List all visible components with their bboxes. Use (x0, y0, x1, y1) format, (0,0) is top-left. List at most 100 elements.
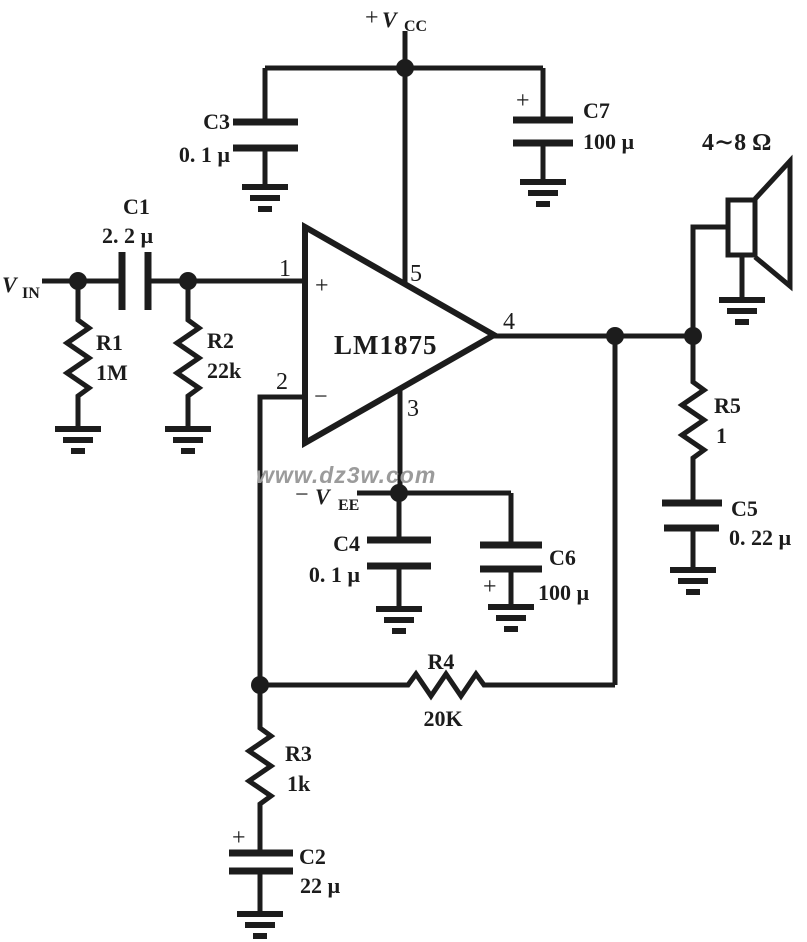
vee-sign: − (295, 482, 309, 508)
c7-ref: C7 (583, 98, 610, 123)
c6-labels: + C6 100 µ (483, 545, 590, 605)
c1-value: 2. 2 µ (102, 223, 154, 248)
r4-ref: R4 (428, 649, 455, 674)
capacitor-c7-symbol (513, 116, 573, 147)
r2-labels: R2 22k (207, 328, 242, 383)
r1-labels: R1 1M (96, 330, 128, 385)
c3-ref: C3 (203, 109, 230, 134)
vee-symbol: V (315, 484, 332, 509)
c1-labels: C1 2. 2 µ (102, 194, 154, 248)
speaker-symbol (725, 154, 793, 292)
c4-value: 0. 1 µ (309, 562, 361, 587)
opamp-minus-mark: − (314, 384, 328, 410)
junction-input (69, 272, 87, 290)
opamp-part-number: LM1875 (334, 330, 438, 360)
resistor-r2-symbol (172, 281, 204, 429)
vcc-symbol: V (382, 7, 399, 32)
vcc-subscript: CC (404, 18, 427, 35)
c7-labels: + C7 100 µ (516, 88, 635, 154)
wires (42, 31, 745, 914)
speaker-impedance-label: 4∼8 Ω (702, 130, 771, 156)
r5-ref: R5 (714, 393, 741, 418)
junction-spk-r5 (684, 327, 702, 345)
capacitor-c1-symbol (118, 252, 152, 310)
c4-ref: C4 (333, 531, 360, 556)
r2-value: 22k (207, 358, 242, 383)
c2-polarity: + (232, 825, 246, 851)
r4-labels: R4 20K (423, 649, 462, 731)
c2-ref: C2 (299, 844, 326, 869)
wire-speaker-top (690, 224, 728, 336)
vin-symbol: V (2, 272, 19, 297)
r1-ref: R1 (96, 330, 123, 355)
pin5-label: 5 (410, 261, 422, 287)
speaker-cone (753, 154, 793, 292)
ground-symbols (55, 179, 765, 939)
capacitor-c4-symbol (367, 536, 431, 570)
junction-vcc (396, 59, 414, 77)
c3-labels: C3 0. 1 µ (179, 109, 231, 167)
c2-labels: + C2 22 µ (232, 825, 341, 898)
r3-value: 1k (287, 771, 311, 796)
junction-dots (69, 59, 702, 694)
resistor-r5-symbol (677, 336, 709, 503)
capacitor-c2-symbol (229, 849, 293, 875)
c3-value: 0. 1 µ (179, 142, 231, 167)
capacitor-c3-symbol (233, 118, 298, 152)
r1-value: 1M (96, 360, 128, 385)
junction-vee (390, 484, 408, 502)
capacitors (118, 116, 722, 875)
ground-r2 (165, 426, 211, 454)
c7-value: 100 µ (583, 129, 635, 154)
watermark: www.dz3w.com (256, 462, 436, 488)
resistor-r4-symbol (260, 669, 615, 701)
ground-c5 (670, 567, 716, 595)
r5-labels: R5 1 (714, 393, 741, 448)
opamp-plus-mark: + (315, 273, 329, 299)
resistor-r3-symbol (244, 685, 276, 853)
negative-supply-label: − V EE (295, 482, 359, 514)
ground-c6 (488, 604, 534, 632)
pin4-label: 4 (503, 309, 515, 335)
ground-speaker (719, 297, 765, 325)
r3-ref: R3 (285, 741, 312, 766)
pin3-label: 3 (407, 396, 419, 422)
c6-value: 100 µ (538, 580, 590, 605)
c6-polarity: + (483, 574, 497, 600)
capacitor-c5-symbol (662, 499, 722, 532)
r2-ref: R2 (207, 328, 234, 353)
junction-output (606, 327, 624, 345)
opamp-labels: LM1875 + − 1 2 3 4 5 (276, 256, 515, 422)
resistor-r1-symbol (62, 281, 94, 429)
ground-c7 (520, 179, 566, 207)
c7-polarity: + (516, 88, 530, 114)
input-label: V IN (2, 272, 40, 302)
speaker-driver (725, 197, 758, 258)
resistors (62, 281, 709, 853)
c5-labels: C5 0. 22 µ (729, 496, 792, 550)
vee-subscript: EE (338, 497, 359, 514)
opamp-triangle (302, 221, 501, 449)
ground-r1 (55, 426, 101, 454)
c2-value: 22 µ (300, 873, 341, 898)
capacitor-c6-symbol (480, 541, 542, 573)
r3-labels: R3 1k (285, 741, 312, 796)
c1-ref: C1 (123, 194, 150, 219)
ground-c3 (242, 184, 288, 212)
positive-supply-label: + V CC (365, 5, 427, 35)
pin1-label: 1 (279, 256, 291, 282)
c6-ref: C6 (549, 545, 576, 570)
r4-value: 20K (423, 706, 462, 731)
r5-value: 1 (716, 423, 727, 448)
junction-pin1 (179, 272, 197, 290)
c4-labels: C4 0. 1 µ (309, 531, 361, 587)
ground-c2 (237, 911, 283, 939)
c5-ref: C5 (731, 496, 758, 521)
vin-subscript: IN (22, 285, 40, 302)
c5-value: 0. 22 µ (729, 525, 792, 550)
ground-c4 (376, 606, 422, 634)
pin2-label: 2 (276, 369, 288, 395)
junction-fb (251, 676, 269, 694)
